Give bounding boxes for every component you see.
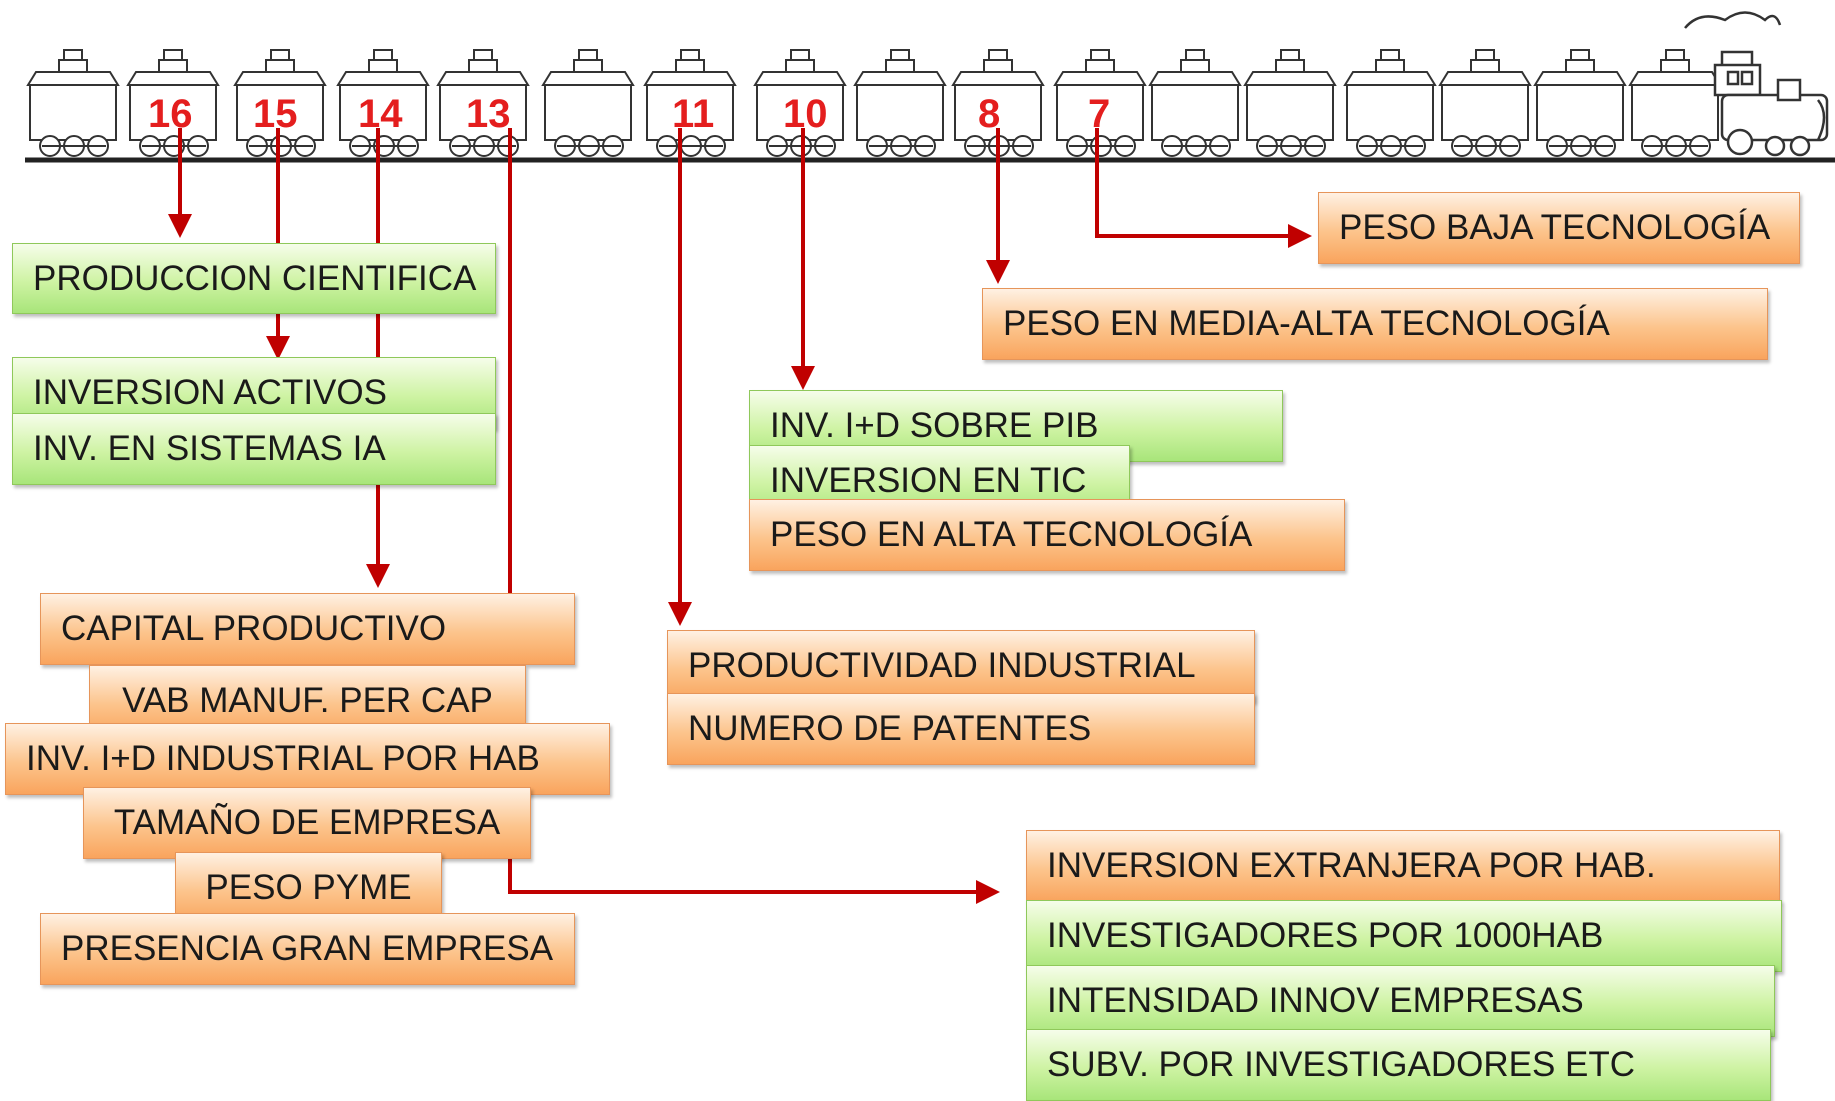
train-illustration: [25, 11, 1835, 163]
box-productividad-industrial: PRODUCTIVIDAD INDUSTRIAL: [667, 630, 1255, 702]
car-number-7: 7: [1088, 92, 1111, 136]
car-number-13: 13: [466, 92, 511, 136]
box-tamano-empresa: TAMAÑO DE EMPRESA: [83, 787, 531, 859]
box-inv-id-industrial: INV. I+D INDUSTRIAL POR HAB: [5, 723, 610, 795]
train-car-icon: [1243, 49, 1337, 157]
box-peso-pyme: PESO PYME: [175, 852, 442, 924]
box-peso-baja-tec: PESO BAJA TECNOLOGÍA: [1318, 192, 1800, 264]
box-inversion-extranjera: INVERSION EXTRANJERA POR HAB.: [1026, 830, 1780, 902]
box-intensidad-innov: INTENSIDAD INNOV EMPRESAS: [1026, 965, 1775, 1037]
box-numero-patentes: NUMERO DE PATENTES: [667, 693, 1255, 765]
train-car-icon: [26, 49, 120, 157]
train-car-icon: [1148, 49, 1242, 157]
box-inv-sistemas-ia: INV. EN SISTEMAS IA: [12, 413, 496, 485]
train-car-icon: [336, 49, 430, 157]
box-peso-alta-tec: PESO EN ALTA TECNOLOGÍA: [749, 499, 1345, 571]
train-car-icon: [853, 49, 947, 157]
car-number-16: 16: [148, 92, 193, 136]
car-number-14: 14: [358, 92, 403, 136]
train-car-icon: [126, 49, 220, 157]
train-car-icon: [1438, 49, 1532, 157]
train-car-icon: [1533, 49, 1627, 157]
box-capital-productivo: CAPITAL PRODUCTIVO: [40, 593, 575, 665]
car-number-8: 8: [978, 92, 1001, 136]
box-produccion-cientifica: PRODUCCION CIENTIFICA: [12, 243, 496, 314]
locomotive-icon: [1684, 11, 1829, 157]
car-number-11: 11: [672, 92, 715, 136]
train-car-icon: [1343, 49, 1437, 157]
train-car-icon: [541, 49, 635, 157]
box-subv-investigadores: SUBV. POR INVESTIGADORES ETC: [1026, 1029, 1771, 1101]
car-number-15: 15: [253, 92, 298, 136]
box-peso-media-alta-tec: PESO EN MEDIA-ALTA TECNOLOGÍA: [982, 288, 1768, 360]
box-investigadores: INVESTIGADORES POR 1000HAB: [1026, 900, 1782, 972]
train-car-icon: [1628, 49, 1722, 157]
box-presencia-gran-empresa: PRESENCIA GRAN EMPRESA: [40, 913, 575, 985]
car-number-10: 10: [783, 92, 828, 136]
